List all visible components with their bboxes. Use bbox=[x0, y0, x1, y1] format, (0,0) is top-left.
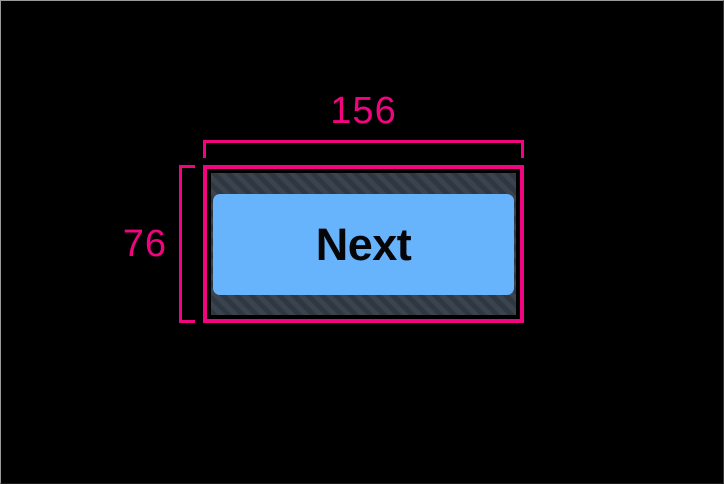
element-padding-hatch-fill: Next bbox=[211, 173, 516, 315]
height-dimension-bracket bbox=[179, 165, 195, 323]
height-measurement-label: 76 bbox=[122, 223, 167, 265]
highlighted-element-outline: Next bbox=[203, 165, 524, 323]
width-dimension-bracket bbox=[203, 140, 524, 158]
next-button[interactable]: Next bbox=[213, 194, 514, 295]
next-button-label: Next bbox=[315, 219, 412, 270]
width-measurement-label: 156 bbox=[330, 90, 397, 132]
